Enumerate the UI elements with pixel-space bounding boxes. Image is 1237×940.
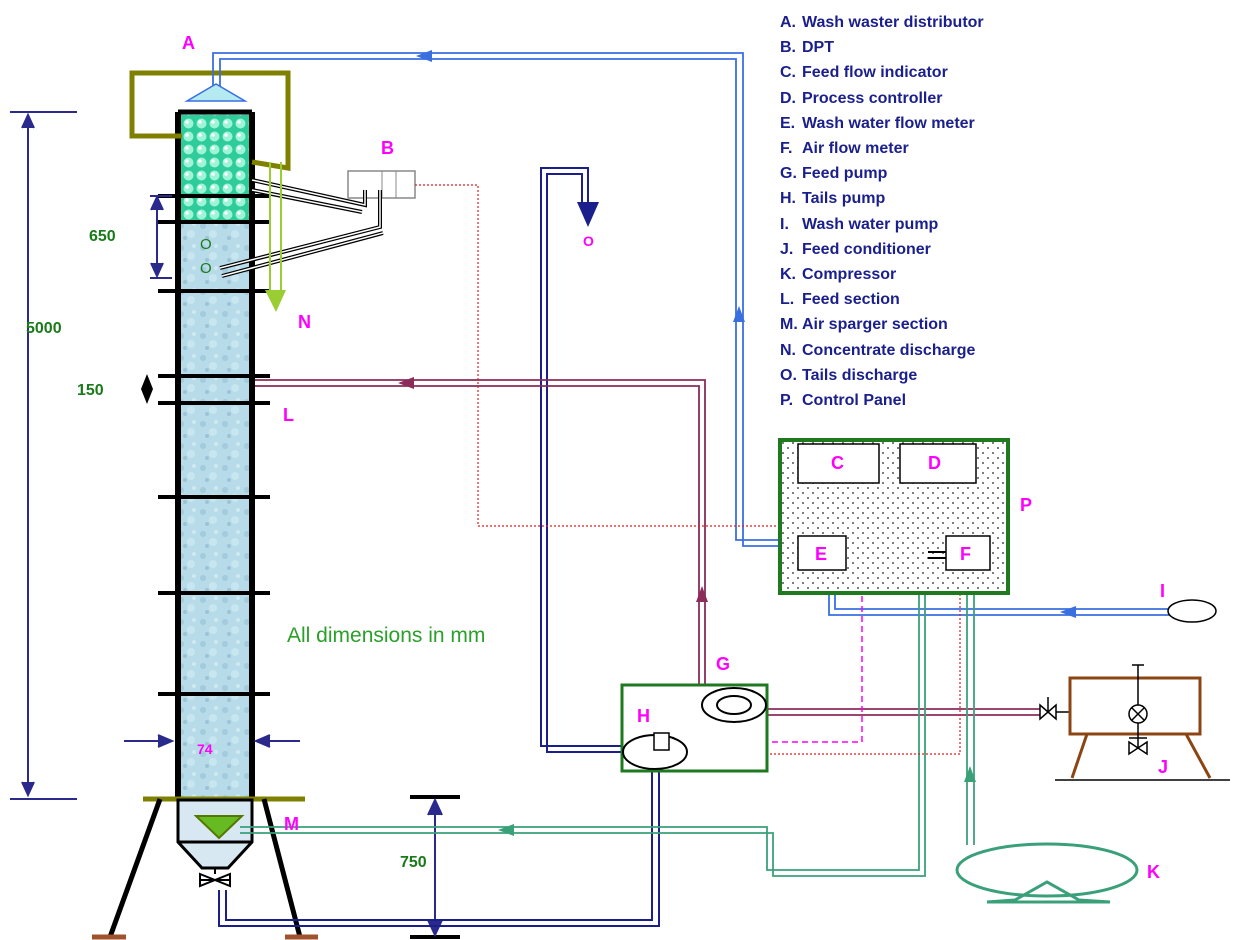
label-c: C — [831, 453, 844, 473]
wash-arrow-1 — [416, 50, 432, 62]
dim-froth-zone: 650 — [89, 228, 116, 245]
wash-arrow-3 — [1060, 606, 1076, 618]
air-arrow-2 — [964, 766, 976, 782]
dim-feed-gap: 150 — [77, 382, 104, 399]
label-f: F — [960, 544, 971, 564]
label-o: O — [583, 233, 594, 249]
tails-line — [218, 167, 660, 927]
control-panel — [778, 438, 1010, 595]
compressor — [955, 842, 1139, 904]
wash-water-line — [212, 52, 1170, 616]
label-k: K — [1147, 862, 1160, 882]
feed-conditioner — [1039, 664, 1230, 781]
legend-item: E.Wash water flow meter — [780, 114, 975, 132]
legend-item: H.Tails pump — [780, 190, 886, 208]
column-flanges — [158, 194, 270, 696]
legend-item: C.Feed flow indicator — [780, 64, 948, 82]
dimension-note: All dimensions in mm — [287, 624, 485, 647]
legend-item: G.Feed pump — [780, 165, 888, 183]
label-n: N — [298, 312, 311, 332]
legend-item: M.Air sparger section — [780, 316, 948, 334]
wash-arrow-2 — [733, 306, 745, 322]
label-i: I — [1160, 581, 1165, 601]
feed-arrow-1 — [398, 377, 414, 389]
label-j: J — [1158, 757, 1168, 777]
legend-item: A.Wash waster distributor — [780, 14, 984, 31]
legend-item: P.Control Panel — [780, 392, 907, 410]
legend-item: L.Feed section — [780, 291, 900, 309]
air-arrow-1 — [498, 824, 514, 836]
label-a: A — [182, 33, 195, 53]
dimension-lines — [10, 111, 460, 939]
froth-zone — [181, 115, 249, 222]
tails-outlet-label-1: O — [200, 236, 212, 253]
flotation-column — [92, 109, 318, 940]
air-sparger — [193, 815, 245, 840]
label-d: D — [928, 453, 941, 473]
legend-item: N.Concentrate discharge — [780, 341, 976, 359]
air-flow-meter — [945, 535, 991, 571]
tails-discharge-arrow — [577, 202, 599, 227]
dim-height-total: 5000 — [26, 320, 62, 337]
legend-item: F.Air flow meter — [780, 140, 909, 158]
tails-outlet-label-2: O — [200, 260, 212, 277]
legend: A.Wash waster distributor B.DPT C.Feed f… — [780, 10, 984, 413]
label-p: P — [1020, 495, 1032, 515]
legend-item: D.Process controller — [780, 89, 943, 107]
concentrate-discharge-line — [265, 162, 286, 312]
process-controller — [899, 443, 977, 484]
pump-station — [620, 683, 769, 773]
legend-item: J.Feed conditioner — [780, 240, 931, 258]
legend-item: I.Wash water pump — [780, 215, 939, 233]
label-m: M — [284, 814, 299, 834]
label-h: H — [637, 706, 650, 726]
legend-item: O.Tails discharge — [780, 366, 918, 384]
column-body — [178, 112, 252, 800]
feed-flow-indicator — [797, 443, 880, 484]
label-e: E — [815, 544, 827, 564]
dim-diameter: 74 — [197, 741, 213, 757]
label-l: L — [283, 405, 294, 425]
wash-water-pump — [1167, 599, 1217, 623]
legend-item: K.Compressor — [780, 266, 897, 284]
feed-arrow-2 — [696, 586, 708, 602]
label-g: G — [716, 654, 730, 674]
air-line — [240, 555, 975, 877]
dim-bottom: 750 — [400, 854, 427, 871]
wash-water-flow-meter — [797, 535, 847, 571]
label-b: B — [381, 138, 394, 158]
legend-item: B.DPT — [780, 39, 834, 57]
